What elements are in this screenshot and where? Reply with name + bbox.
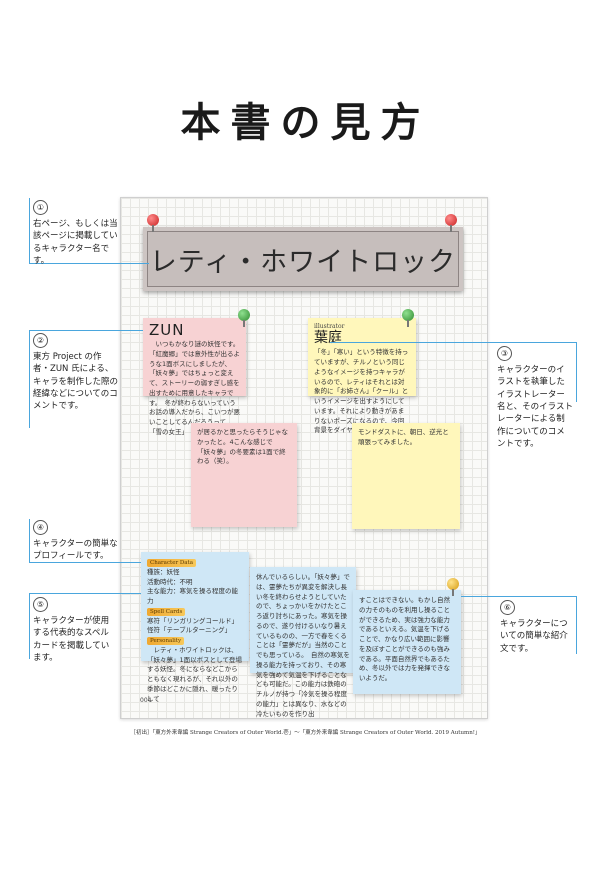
zun-comment-note: ZUN いつもかなり謎の妖怪です。「紅魔郷」では意外性が出るような1面ボスにしま… [143,318,246,436]
illustrator-comment-continued-text: モンドダストに、朝日、逆光と頑張ってみました。 [358,428,449,446]
callout-number: ③ [497,346,512,361]
callout-text: 右ページ、もしくは当該ページに掲載しているキャラクター名です。 [33,219,118,266]
introduction-text-right: すことはできない。もかし自然の力そのものを利用し操ることができるため、実は強力な… [359,596,450,682]
callout-line [29,330,143,331]
callout-line [461,596,576,597]
source-caption: ［初出］「東方外来韋編 Strange Creators of Outer Wo… [130,730,481,736]
callout-number: ② [33,333,48,348]
character-data-heading: Character Data [147,559,197,568]
callout-number: ⑥ [500,600,515,615]
illustrator-comment-text: 「冬」「寒い」という特徴を持っていますが、チルノという同じようなイメージを持つキ… [314,348,409,435]
callout-text: キャラクターの簡単なプロフィールです。 [33,539,118,562]
personality-text: レティ・ホワイトロックは、「妖々夢」1面以ボスとして登場する妖怪。冬にならなどこ… [147,645,242,703]
callout-1: ① 右ページ、もしくは当該ページに掲載しているキャラクター名です。 [33,200,118,267]
character-nameplate: レティ・ホワイトロック [143,227,463,291]
callout-line [330,342,576,343]
callout-text: キャラクターについての簡単な紹介文です。 [500,619,568,654]
profile-note: Character Data 種族：妖怪 活動時代：不明 主な能力：寒気を操る程… [141,552,249,703]
spell-card-line: 寒符「リンガリングコールド」 [147,616,238,625]
callout-line [29,263,149,264]
callout-text: 東方 Project の作者・ZUN 氏による、キャラを制作した際の経緯などにつ… [33,352,119,412]
callout-3: ③ キャラクターのイラストを執筆したイラストレーター名と、そのイラストレーターに… [497,346,573,450]
personality-heading: Personality [147,637,185,646]
spell-card-line: 怪符「テーブルターニング」 [147,626,232,635]
illustrator-name: 葉庭 [314,330,342,346]
callout-line [29,562,141,563]
introduction-text-middle: 休んでいるらしい。「妖々夢」では、霊夢たちが異変を解決し長い冬を終わらせようとし… [256,573,350,718]
callout-number: ① [33,200,48,215]
illustrator-comment-note: illustrator 葉庭 「冬」「寒い」という特徴を持っていますが、チルノと… [308,318,416,434]
zun-name: ZUN [149,321,185,339]
illustrator-label: illustrator [314,323,345,330]
callout-line [29,198,30,264]
callout-number: ⑤ [33,597,48,612]
green-pin-icon [402,309,414,327]
page-number: 004 [140,697,152,704]
callout-2: ② 東方 Project の作者・ZUN 氏による、キャラを制作した際の経緯など… [33,333,118,413]
yellow-pin-icon [447,578,459,596]
zun-comment-continued-text: が居るかと思ったらそうじゃなかったと。4こんな感じで「妖々夢」の冬要素は1面で終… [197,428,288,466]
character-name: レティ・ホワイトロック [147,231,459,287]
illustrator-comment-continued-note: モンドダストに、朝日、逆光と頑張ってみました。 [352,423,460,529]
callout-line [29,519,30,563]
callout-line [29,593,141,594]
introduction-note-right: すことはできない。もかし自然の力そのものを利用し操ることができるため、実は強力な… [353,590,461,694]
introduction-note-middle: 休んでいるらしい。「妖々夢」では、霊夢たちが異変を解決し長い冬を終わらせようとし… [250,567,356,718]
profile-line: 主な能力：寒気を操る程度の能力 [147,587,238,605]
callout-line [576,342,577,402]
callout-line [29,593,30,659]
callout-line [29,330,30,428]
green-pin-icon [238,309,250,327]
profile-line: 活動時代：不明 [147,577,193,586]
callout-text: キャラクターが使用する代表的なスペルカードを掲載しています。 [33,616,110,663]
callout-text: キャラクターのイラストを執筆したイラストレーター名と、そのイラストレーターによる… [497,365,573,449]
callout-6: ⑥ キャラクターについての簡単な紹介文です。 [500,600,572,655]
spell-cards-heading: Spell Cards [147,607,186,616]
callout-number: ④ [33,520,48,535]
red-pin-icon [445,214,457,232]
profile-line: 種族：妖怪 [147,567,180,576]
callout-5: ⑤ キャラクターが使用する代表的なスペルカードを掲載しています。 [33,597,115,664]
callout-line [576,596,577,654]
red-pin-icon [147,214,159,232]
zun-comment-text: いつもかなり謎の妖怪です。「紅魔郷」では意外性が出るような1面ボスにしましたが、… [149,340,240,436]
page-title: 本書の見方 [180,99,431,146]
callout-4: ④ キャラクターの簡単なプロフィールです。 [33,520,118,563]
zun-comment-continued-note: が居るかと思ったらそうじゃなかったと。4こんな感じで「妖々夢」の冬要素は1面で終… [191,423,297,527]
